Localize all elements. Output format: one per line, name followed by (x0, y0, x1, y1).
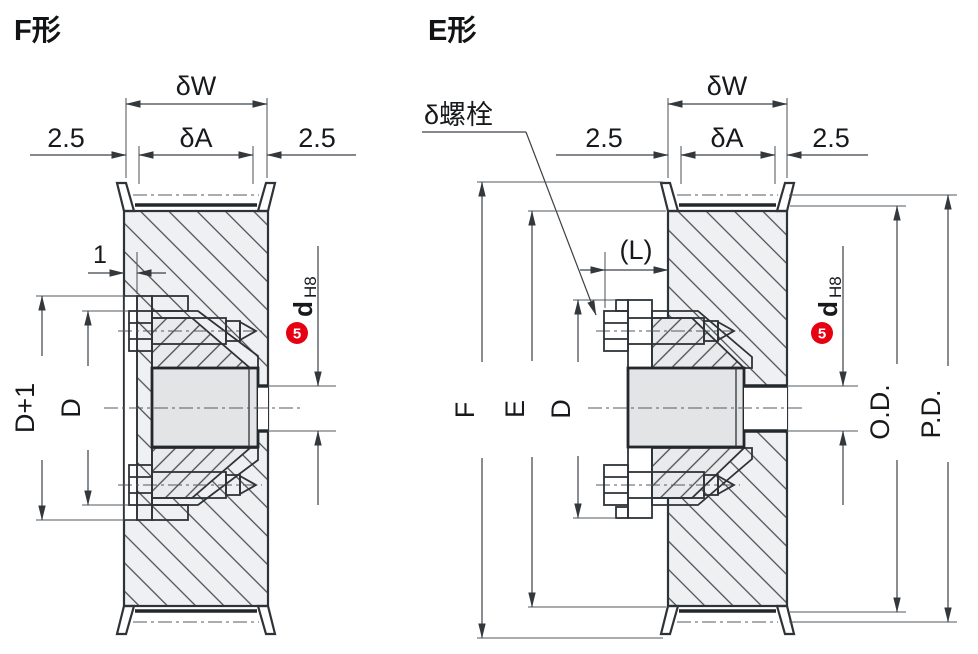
pulley-e-dimensions: E形 δ螺栓 δW δA 2.5 2.5 (L) F (422, 14, 957, 639)
dim-margin-right: 2.5 (298, 123, 336, 153)
dim-flange-dia: F (450, 402, 480, 419)
dim-body-dia: E (500, 400, 530, 418)
dim-margin-left: 2.5 (585, 123, 623, 153)
dim-total-width: δW (176, 71, 217, 101)
bore-tolerance: H8 (301, 276, 320, 298)
dim-belt-width: δA (710, 123, 743, 153)
dim-margin-left: 2.5 (47, 123, 85, 153)
bore-ref-number: 5 (818, 326, 826, 343)
bolt-callout: δ螺栓 (422, 100, 597, 316)
bolt-callout-label: δ螺栓 (424, 100, 493, 130)
dim-belt-width: δA (179, 123, 212, 153)
bolt-leader-line (525, 131, 597, 316)
dim-hub-protrusion: (L) (620, 235, 653, 265)
pulley-f-section (104, 181, 302, 636)
e-type-title: E形 (428, 14, 476, 47)
f-type-title: F形 (14, 14, 61, 47)
dim-total-width: δW (707, 71, 748, 101)
dim-hub-dia: D (546, 399, 576, 419)
flanges (659, 181, 796, 636)
dim-recess-depth: 1 (93, 241, 107, 269)
bore-ref-number: 5 (293, 326, 301, 343)
dim-pitch-dia: P.D. (916, 389, 946, 438)
bore-ref-badge: 5 (286, 322, 308, 344)
dim-hub-dia: D (56, 398, 86, 418)
bore-ref-badge: 5 (811, 322, 833, 344)
flanges (115, 181, 277, 636)
dim-margin-right: 2.5 (812, 123, 850, 153)
dim-outside-dia: O.D. (865, 384, 895, 440)
bore-symbol: d (813, 301, 843, 317)
bore-symbol: d (288, 301, 318, 317)
pulley-f-dimensions: F形 δW δA 2.5 2.5 1 D+1 D (10, 14, 356, 521)
pulley-e-section (588, 181, 802, 636)
dim-hub-recess-dia: D+1 (10, 383, 40, 433)
bore-tolerance: H8 (826, 276, 845, 298)
